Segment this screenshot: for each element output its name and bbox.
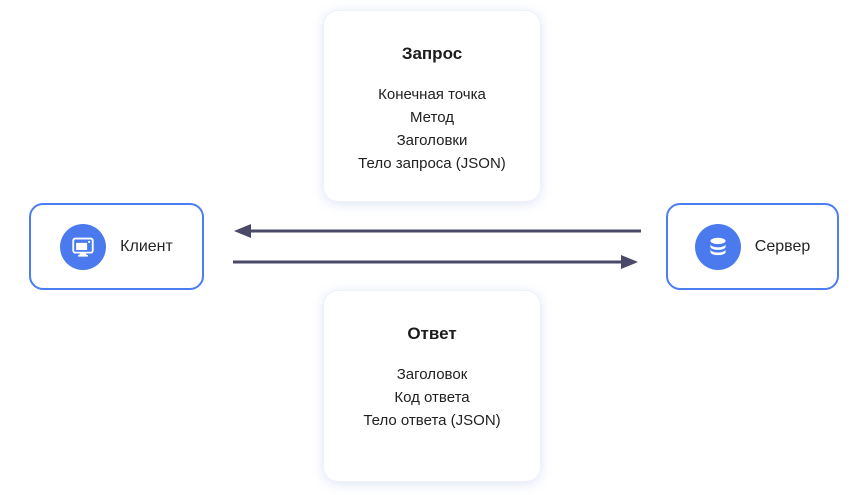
client-node: Клиент [29,203,204,290]
card-item: Метод [410,109,454,126]
card-item: Код ответа [394,389,470,406]
server-node-label: Сервер [754,237,811,255]
card-item: Тело ответа (JSON) [363,412,501,429]
monitor-icon [60,223,107,270]
arrow-client-to-server [233,255,638,269]
card-item: Заголовки [396,132,468,149]
card-item: Конечная точка [378,86,486,103]
database-icon [694,223,741,270]
card-item: Тело запроса (JSON) [358,155,506,172]
server-node: Сервер [666,203,839,290]
response-card-title: Ответ [407,324,457,343]
arrow-server-to-client [234,224,641,238]
card-item: Заголовок [396,366,468,383]
request-card-title: Запрос [401,44,463,63]
client-node-label: Клиент [120,237,173,255]
